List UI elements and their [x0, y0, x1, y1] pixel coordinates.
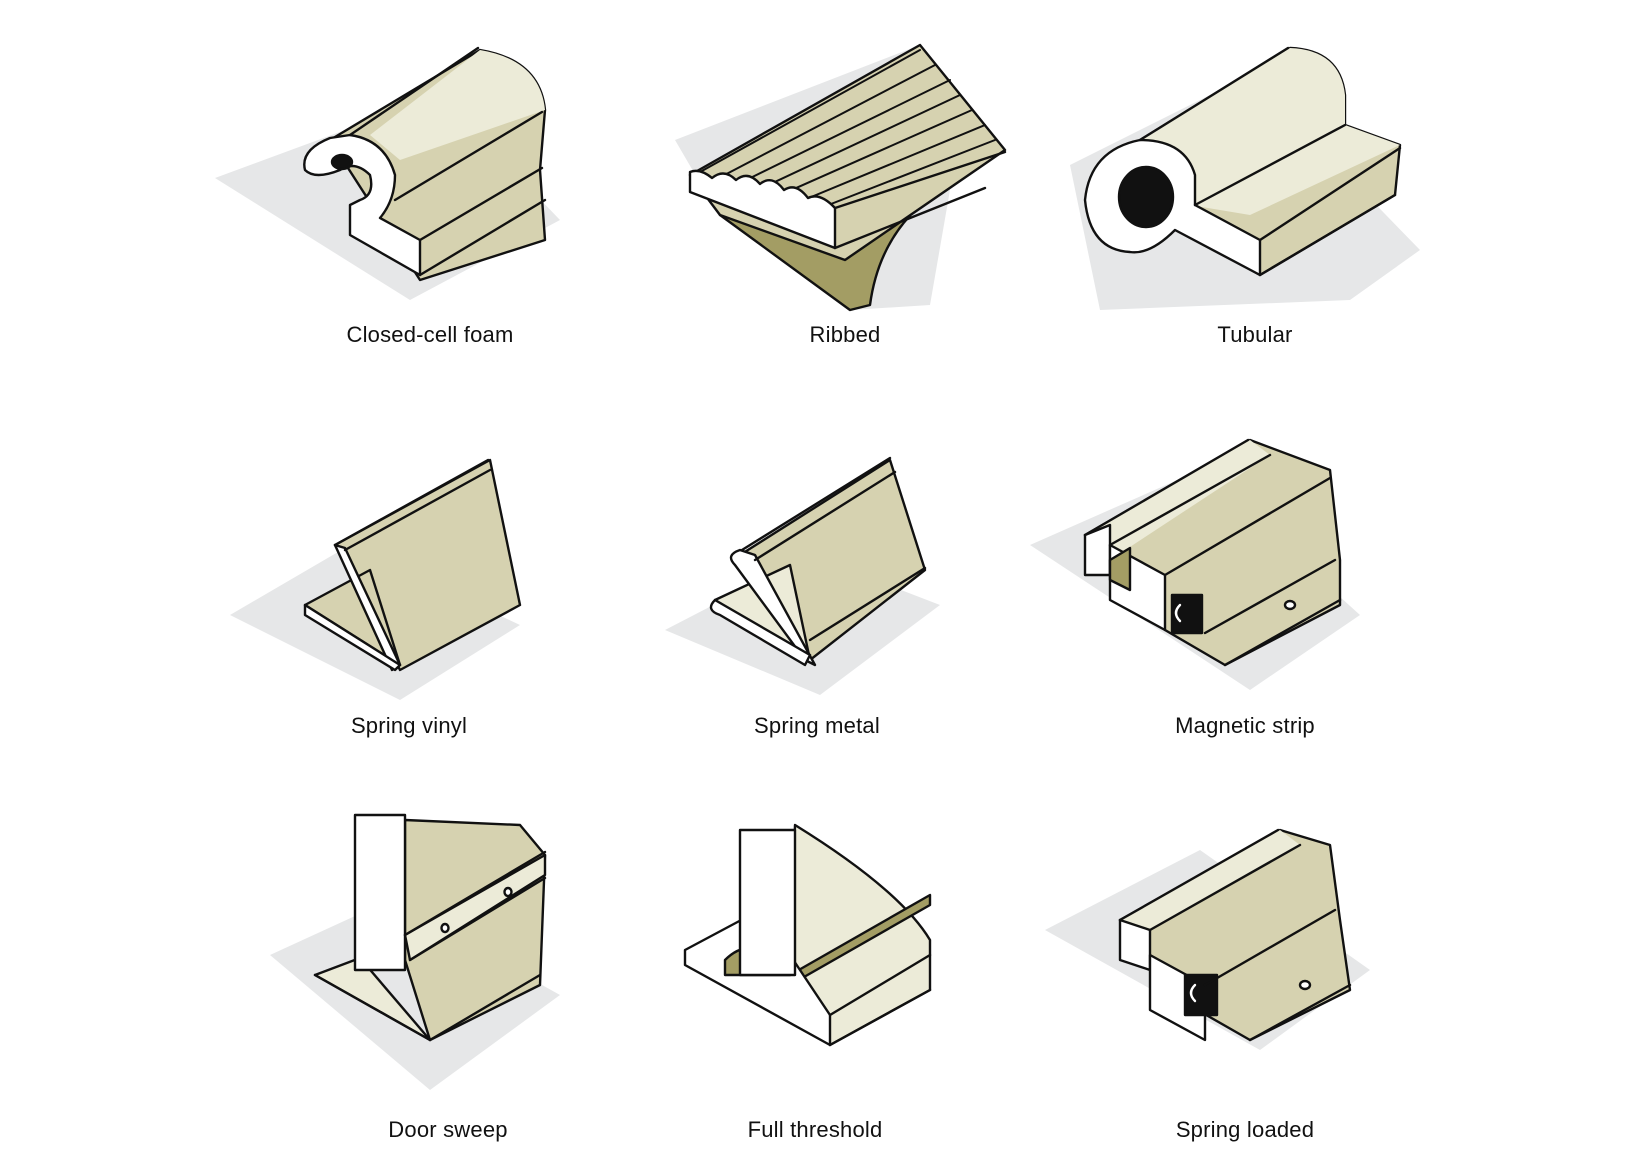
label-ribbed: Ribbed: [809, 322, 881, 347]
door-sweep-illustration: [270, 813, 560, 1090]
label-full-threshold: Full threshold: [747, 1117, 883, 1142]
spring-loaded-illustration: [1045, 828, 1370, 1050]
tubular-illustration: [1070, 46, 1420, 310]
label-magnetic-strip: Magnetic strip: [1175, 713, 1315, 738]
spring-vinyl-illustration: [230, 458, 522, 700]
label-tubular: Tubular: [1217, 322, 1293, 347]
label-spring-metal: Spring metal: [754, 713, 880, 738]
ribbed-illustration: [675, 43, 1007, 312]
label-closed-cell-foam: Closed-cell foam: [346, 322, 514, 347]
closed-cell-foam-illustration: [215, 46, 560, 300]
full-threshold-illustration: [683, 823, 932, 1047]
label-door-sweep: Door sweep: [388, 1117, 508, 1142]
spring-metal-illustration: [665, 456, 940, 695]
label-spring-vinyl: Spring vinyl: [350, 713, 468, 738]
label-spring-loaded: Spring loaded: [1175, 1117, 1315, 1142]
magnetic-strip-illustration: [1030, 438, 1360, 690]
